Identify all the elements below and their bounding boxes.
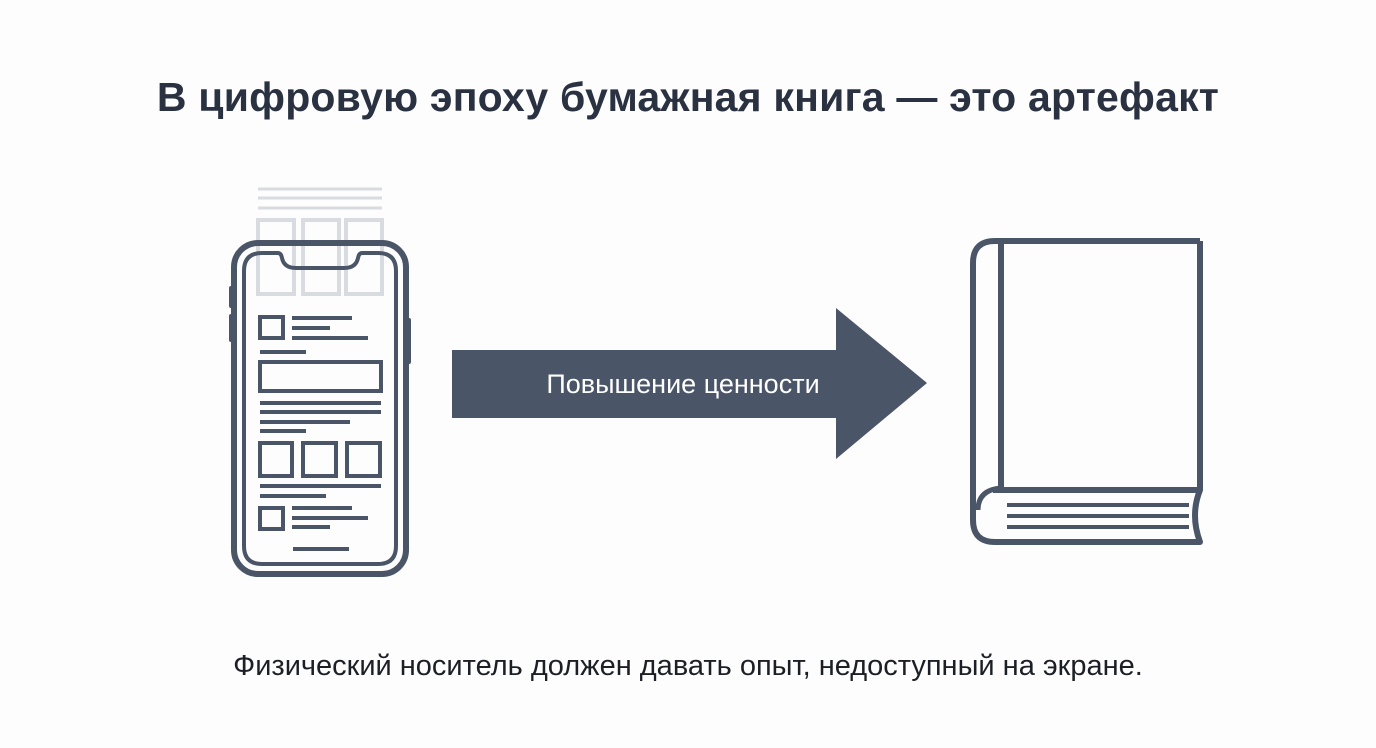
phone-body — [231, 240, 409, 577]
smartphone-icon — [229, 187, 411, 577]
value-arrow — [452, 308, 927, 459]
phone-screen — [242, 251, 398, 566]
book-cover — [970, 238, 1203, 545]
arrow-label: Повышение ценности — [546, 369, 819, 399]
slide-title: В цифровую эпоху бумажная книга — это ар… — [156, 74, 1220, 120]
ghost-content — [256, 187, 384, 296]
phone-screen-content — [258, 315, 383, 551]
book-icon — [970, 238, 1203, 545]
right-arrow-icon: Повышение ценности — [452, 308, 927, 459]
slide-caption: Физический носитель должен давать опыт, … — [233, 650, 1143, 682]
